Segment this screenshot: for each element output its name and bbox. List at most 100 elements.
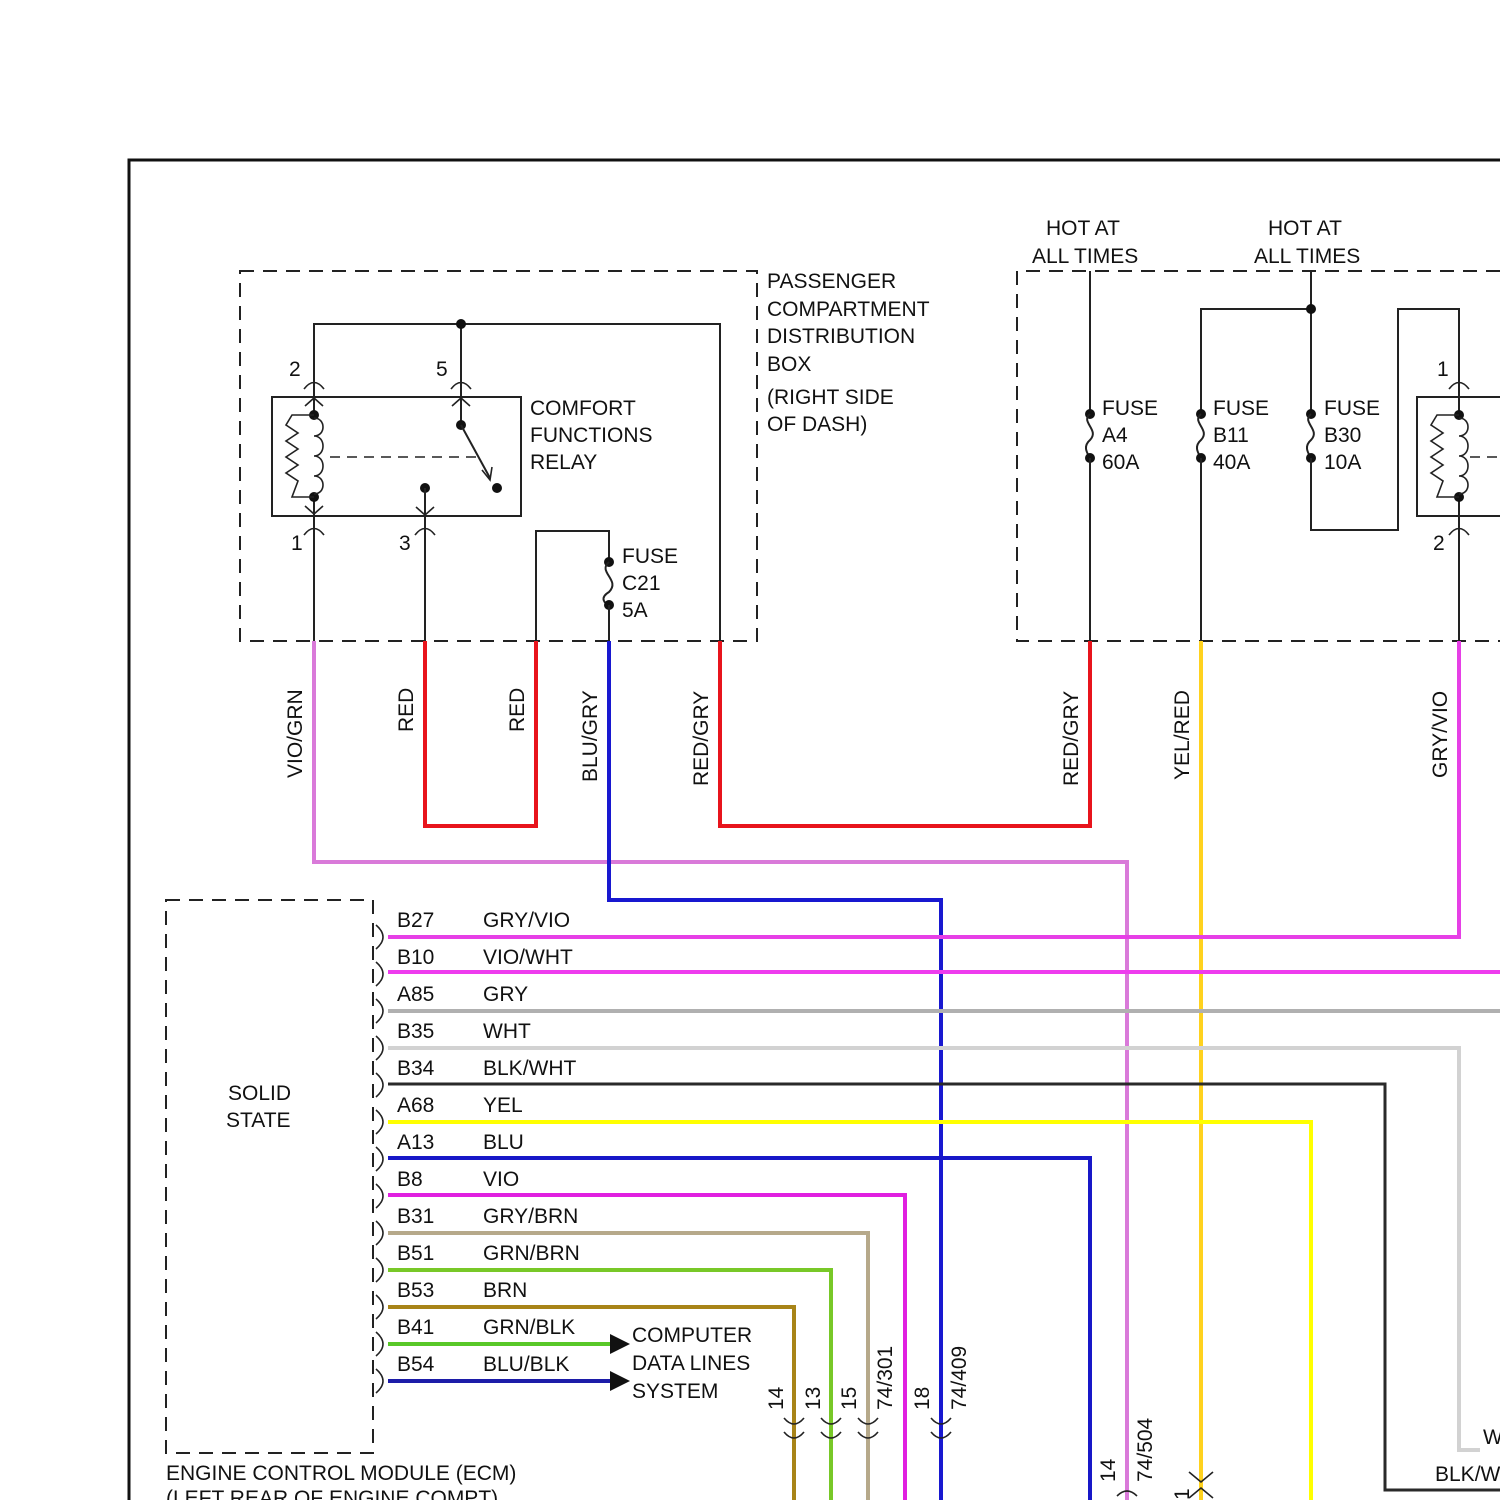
ecm-hook-b34: [376, 1073, 383, 1097]
ecm-pin-a68: A68: [397, 1094, 434, 1117]
right-relay-pin-1: 1: [1437, 358, 1449, 381]
wire-label-red-2: RED: [506, 688, 529, 732]
fuse-a4-id: A4: [1102, 424, 1128, 447]
fuse-c21-rating: 5A: [622, 599, 648, 622]
fuse-c21-label: FUSE: [622, 545, 678, 568]
ecm-hook-b54: [376, 1369, 383, 1393]
wire-red-loop: [425, 641, 536, 826]
distribution-box-name-3: DISTRIBUTION: [767, 325, 915, 348]
fuse-b11-rating: 40A: [1213, 451, 1250, 474]
ecm-hook-b53: [376, 1295, 383, 1319]
distribution-box-location-2: OF DASH): [767, 413, 867, 436]
ecm-pin-b27: B27: [397, 909, 434, 932]
ecm-internal-label-2: STATE: [226, 1109, 291, 1132]
ecm-wire-color-a68: YEL: [483, 1094, 523, 1117]
wire-b27: [388, 641, 1459, 937]
ecm-pin-b54: B54: [397, 1353, 435, 1376]
ecm-connector-hooks: [376, 925, 383, 1393]
relay-name-2: FUNCTIONS: [530, 424, 653, 447]
hot-at-all-times-label-1b: ALL TIMES: [1032, 245, 1138, 268]
connector-label-14b: 14: [1097, 1458, 1120, 1482]
connector-label-15: 15: [838, 1387, 861, 1410]
diagram-frame: [129, 160, 1500, 1500]
wire-label-gry-vio: GRY/VIO: [1429, 691, 1452, 778]
wire-label-blu-gry: BLU/GRY: [579, 690, 602, 782]
fuse-b11-label: FUSE: [1213, 397, 1269, 420]
wire-red-gry: [720, 641, 1090, 826]
fuse-a4-label: FUSE: [1102, 397, 1158, 420]
wire-label-vio-grn: VIO/GRN: [284, 689, 307, 778]
connector-label-18: 18: [911, 1387, 934, 1410]
distribution-box-name-4: BOX: [767, 353, 811, 376]
relay-pin-3: 3: [399, 532, 411, 555]
fuse-b30-label: FUSE: [1324, 397, 1380, 420]
ecm-wire-color-b51: GRN/BRN: [483, 1242, 580, 1265]
ecm-wire-color-a13: BLU: [483, 1131, 524, 1154]
ecm-hook-b10: [376, 962, 383, 986]
computer-data-lines-label-2: DATA LINES: [632, 1352, 750, 1375]
ecm-wire-color-b34: BLK/WHT: [483, 1057, 577, 1080]
relay-name-3: RELAY: [530, 451, 597, 474]
fuse-c21-id: C21: [622, 572, 661, 595]
ecm-pin-b34: B34: [397, 1057, 435, 1080]
relay-pin-1: 1: [291, 532, 303, 555]
ecm-hook-a68: [376, 1110, 383, 1134]
wire-a68: [388, 1122, 1311, 1500]
ecm-hook-a85: [376, 999, 383, 1023]
ecm-wire-color-a85: GRY: [483, 983, 528, 1006]
ecm-wire-color-b41: GRN/BLK: [483, 1316, 575, 1339]
hot-at-all-times-label-2: HOT AT: [1268, 217, 1342, 240]
ecm-box: [166, 900, 373, 1453]
relay-pin-2: 2: [289, 358, 301, 381]
relay-name: COMFORT: [530, 397, 636, 420]
arrow-b54: [610, 1371, 630, 1391]
fuse-c21: [536, 531, 614, 641]
right-relay-pin-2: 2: [1433, 532, 1445, 555]
fuse-b11-id: B11: [1213, 424, 1249, 447]
connector-label-1: 1: [1171, 1488, 1194, 1500]
ecm-hook-b41: [376, 1332, 383, 1356]
ecm-hook-b27: [376, 925, 383, 949]
hot-at-all-times-label-2b: ALL TIMES: [1254, 245, 1360, 268]
ecm-hook-b51: [376, 1258, 383, 1282]
wire-label-red-gry-1: RED/GRY: [690, 691, 713, 786]
computer-data-lines-label: COMPUTER: [632, 1324, 752, 1347]
fuse-a4: [1085, 271, 1095, 641]
ecm-pin-b51: B51: [397, 1242, 434, 1265]
edge-label-w: W: [1483, 1426, 1500, 1449]
ecm-wire-color-b53: BRN: [483, 1279, 527, 1302]
fuse-a4-rating: 60A: [1102, 451, 1139, 474]
relay-pin-5: 5: [436, 358, 448, 381]
arrow-b41: [610, 1334, 630, 1354]
computer-data-lines-label-3: SYSTEM: [632, 1380, 718, 1403]
hot-at-all-times-label-1: HOT AT: [1046, 217, 1120, 240]
ecm-pin-a85: A85: [397, 983, 434, 1006]
connector-label-14: 14: [765, 1386, 788, 1410]
ecm-hook-b31: [376, 1221, 383, 1245]
fuse-b30-rating: 10A: [1324, 451, 1361, 474]
ecm-hook-b35: [376, 1036, 383, 1060]
ecm-hook-a13: [376, 1147, 383, 1171]
ecm-pin-b41: B41: [397, 1316, 434, 1339]
edge-label-blk-w: BLK/W: [1435, 1463, 1500, 1486]
right-relay: [1417, 382, 1500, 641]
ecm-wire-color-b35: WHT: [483, 1020, 531, 1043]
distribution-box-name-2: COMPARTMENT: [767, 298, 930, 321]
distribution-box-location: (RIGHT SIDE: [767, 386, 894, 409]
ecm-pin-a13: A13: [397, 1131, 434, 1154]
ecm-hook-b8: [376, 1184, 383, 1208]
wire-label-red-1: RED: [395, 688, 418, 732]
connector-label-74-409: 74/409: [948, 1346, 971, 1410]
ecm-pin-b31: B31: [397, 1205, 434, 1228]
ecm-location: (LEFT REAR OF ENGINE COMPT): [166, 1487, 498, 1500]
ecm-pin-b53: B53: [397, 1279, 434, 1302]
ecm-wire-color-b10: VIO/WHT: [483, 946, 573, 969]
connector-label-13: 13: [802, 1387, 825, 1410]
fuse-b30-id: B30: [1324, 424, 1361, 447]
ecm-pin-b10: B10: [397, 946, 434, 969]
wire-b34: [388, 1084, 1500, 1490]
ecm-wire-color-b8: VIO: [483, 1168, 519, 1191]
wire-label-yel-red: YEL/RED: [1171, 690, 1194, 780]
ecm-wire-color-b54: BLU/BLK: [483, 1353, 569, 1376]
